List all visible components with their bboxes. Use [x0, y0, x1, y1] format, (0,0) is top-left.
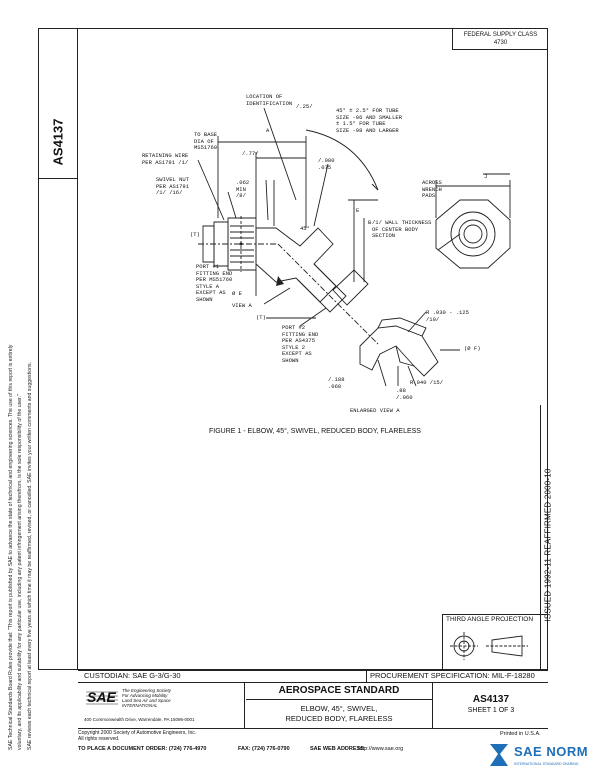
web-address-link[interactable]: http://www.sae.org: [358, 746, 404, 752]
label-dim-77: /.77/: [242, 150, 259, 157]
label-dim-j: J: [484, 173, 488, 180]
doc-number-divider: [38, 178, 78, 180]
watermark-text: SAE NORM: [514, 744, 589, 759]
label-dim-45: 45°: [300, 225, 310, 232]
society-text: The Engineering Society For Advancing Mo…: [122, 688, 172, 708]
label-wall-thickness: /1/ WALL THICKNESS OF CENTER BODY SECTIO…: [372, 219, 432, 239]
order-phone: TO PLACE A DOCUMENT ORDER: (724) 776-497…: [78, 746, 207, 752]
label-dim-88: .88 /.060: [396, 387, 413, 401]
disclaimer-vertical: SAE Technical Standards Board Rules prov…: [8, 190, 36, 750]
label-across-wrench: ACROSS WRENCH PADS: [422, 179, 442, 199]
federal-supply-class-box: FEDERAL SUPPLY CLASS 4730: [452, 28, 548, 50]
web-label: SAE WEB ADDRESS:: [310, 746, 366, 752]
svg-text:SAE: SAE: [87, 689, 116, 705]
label-angle-note: 45° ± 2.5° FOR TUBE SIZE -06 AND SMALLER…: [336, 107, 403, 134]
fsc-value: 4730: [493, 40, 508, 46]
sheet-number: SHEET 1 OF 3: [467, 707, 515, 714]
title-line-1: ELBOW, 45°, SWIVEL,: [300, 704, 378, 713]
label-dim-t2: (T): [256, 314, 266, 321]
aerospace-standard: AEROSPACE STANDARD: [278, 685, 400, 696]
issue-stamp-text: ISSUED 1992-11 REAFFIRMED 2000-10: [543, 468, 553, 622]
copyright: Copyright 2000 Society of Automotive Eng…: [78, 730, 197, 742]
vertical-doc-number: AS4137: [42, 118, 74, 166]
disclaimer-line-3: SAE reviews each technical report at lea…: [27, 362, 33, 750]
label-dim-t1: (T): [190, 231, 200, 238]
disclaimer-line-1: SAE Technical Standards Board Rules prov…: [8, 344, 14, 750]
label-port-2: PORT #2 FITTING END PER AS4375 STYLE 2 E…: [282, 324, 319, 364]
technical-drawing: [197, 107, 511, 387]
printed-in: Printed in U.S.A.: [500, 731, 541, 737]
stamp-divider: [540, 405, 541, 670]
title-block-top-line: [78, 670, 548, 672]
third-angle-symbol: [450, 632, 528, 660]
label-retaining-wire: RETAINING WIRE PER AS1791 /1/: [142, 152, 189, 166]
label-dim-b: B: [368, 219, 372, 226]
fax-number: FAX: (724) 776-0790: [238, 746, 290, 752]
third-angle-label: THIRD ANGLE PROJECTION: [446, 616, 534, 623]
label-to-base: TO BASE DIA OF MS51760: [194, 131, 218, 151]
label-location-id-dim: /.25/: [296, 103, 313, 110]
watermark-subtext: INTERNATIONAL STANDARD SHARING: [514, 762, 579, 766]
title-block-divider-top: [366, 670, 368, 682]
title-block-divider-2: [432, 682, 434, 728]
label-dim-188: /.188 .060: [328, 376, 345, 390]
title-block-line: [78, 682, 548, 684]
vertical-doc-number-text: AS4137: [50, 118, 66, 166]
label-dim-a: A: [266, 127, 270, 134]
title-doc-number: AS4137: [472, 694, 510, 705]
label-min-dim: .062 MIN /8/: [236, 179, 250, 199]
label-location-id: LOCATION OF IDENTIFICATION: [246, 93, 293, 107]
disclaimer-line-2: voluntary, and its applicability and sui…: [17, 394, 23, 750]
label-enlarged-view: ENLARGED VIEW A: [350, 407, 400, 414]
title-block-bottom-line: [78, 728, 548, 730]
label-dim-f: (Ø F): [464, 345, 481, 352]
sae-address: 400 Commonwealth Drive, Warrendale, PA 1…: [84, 717, 195, 722]
label-radius-note: R .030 - .125 /10/: [426, 309, 469, 323]
third-angle-projection-box: [442, 614, 548, 670]
label-port-1: PORT #1 FITTING END PER MS51760 STYLE A …: [196, 263, 233, 303]
left-margin-column: [38, 28, 78, 670]
watermark-logo-icon: [490, 744, 508, 766]
label-dim-080: /.080 .075: [318, 157, 335, 171]
drawing-frame: [38, 28, 548, 670]
sae-logo: SAE: [84, 688, 120, 706]
procurement-spec: PROCUREMENT SPECIFICATION: MIL-F-18280: [370, 671, 535, 680]
title-line-2: REDUCED BODY, FLARELESS: [285, 714, 393, 723]
custodian: CUSTODIAN: SAE G-3/G-30: [84, 671, 181, 680]
label-dim-r040: R.040 /15/: [410, 379, 444, 386]
aerospace-standard-underline: [246, 699, 432, 700]
label-dia-e: Ø E: [232, 290, 242, 297]
label-swivel-nut: SWIVEL NUT PER AS1791 /1/ /16/: [156, 176, 190, 196]
label-dim-e: E: [356, 207, 360, 214]
figure-caption: FIGURE 1 - ELBOW, 45°, SWIVEL, REDUCED B…: [209, 428, 421, 435]
sae-society-text: The Engineering Society For Advancing Mo…: [122, 688, 171, 708]
label-view-a: VIEW A: [232, 302, 252, 309]
fsc-label: FEDERAL SUPPLY CLASS: [463, 32, 538, 38]
title-block-divider-1: [244, 682, 246, 728]
